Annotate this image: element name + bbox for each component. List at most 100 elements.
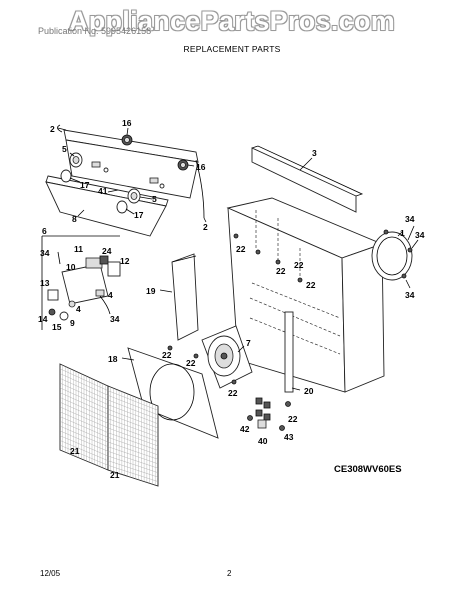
leader-5b (139, 196, 153, 200)
callout-11: 11 (74, 244, 83, 254)
screw-22f (193, 353, 199, 359)
filter-mesh (59, 365, 159, 486)
knob-16-top-cap (124, 137, 130, 143)
screw-22h (285, 401, 291, 407)
callout-34d: 34 (415, 230, 425, 240)
callout-41: 41 (98, 186, 108, 196)
leader-41 (107, 189, 119, 193)
filter-mesh-line (59, 445, 109, 466)
leader-19 (159, 289, 173, 293)
bottom-plate-18 (121, 347, 219, 439)
callout-34e: 34 (405, 290, 415, 300)
leader-16a (126, 127, 129, 136)
connector-4a (95, 289, 105, 297)
callout-6: 6 (42, 226, 47, 236)
panel-slot-b (149, 177, 159, 184)
blower-bracket-19-top (171, 255, 197, 263)
callout-7: 7 (246, 338, 251, 348)
duct-top-3-edge (251, 145, 364, 197)
callout-5a: 5 (62, 144, 67, 154)
leader-1 (397, 231, 403, 237)
callout-21b: 21 (110, 470, 120, 480)
callout-3: 3 (312, 148, 317, 158)
callout-2b: 2 (203, 222, 208, 232)
callout-24: 24 (102, 246, 112, 256)
switch-5-left-center (72, 156, 80, 164)
callout-22f: 22 (186, 358, 196, 368)
control-panel-assembly (45, 124, 205, 237)
wire-lead-right (195, 159, 205, 219)
leader-3 (299, 157, 313, 171)
leader-7 (237, 345, 245, 353)
fastener-stack (247, 397, 291, 431)
leader-2b (203, 217, 207, 223)
fastener-a (255, 397, 263, 405)
screws-22 (167, 233, 303, 385)
bottom-plate (127, 347, 219, 439)
switch-12 (107, 261, 121, 277)
callout-leaders (57, 127, 419, 391)
callout-12: 12 (120, 256, 130, 266)
vent-ring-1 (371, 229, 413, 281)
bulb-24 (99, 255, 109, 265)
duct-top-3 (251, 147, 357, 213)
lead-34a (57, 251, 61, 265)
housing-inner-line-b (249, 297, 341, 337)
panel-screw-b (159, 183, 165, 189)
leader-8 (77, 209, 85, 217)
control-panel-body (65, 139, 199, 199)
leader-17b (125, 208, 135, 215)
callout-22g: 22 (228, 388, 238, 398)
callout-14: 14 (38, 314, 48, 324)
vent-ring-outer (371, 231, 413, 281)
filter-mesh-line (107, 460, 159, 478)
watermark: AppliancePartsPros.com (68, 6, 396, 36)
switch-5-right-center (130, 192, 138, 200)
callout-10: 10 (66, 262, 76, 272)
callout-5b: 5 (152, 194, 157, 204)
callout-40: 40 (258, 436, 268, 446)
screw-22c (297, 277, 303, 283)
leader-16b (187, 164, 195, 167)
vent-ring-inner (376, 236, 408, 276)
callout-2a: 2 (50, 124, 55, 134)
callout-22e: 22 (162, 350, 172, 360)
leader-18 (121, 357, 135, 361)
leader-2a (57, 127, 67, 131)
panel-slot-a (91, 161, 101, 168)
callout-16b: 16 (196, 162, 206, 172)
bracket-13 (47, 289, 59, 301)
nut-40 (257, 419, 267, 429)
callout-22b: 22 (276, 266, 286, 276)
screw-22g (231, 379, 237, 385)
callout-4a: 4 (108, 290, 113, 300)
callout-43: 43 (284, 432, 294, 442)
leader-17a (69, 177, 81, 183)
footer-date: 12/05 (40, 569, 61, 578)
control-panel-lower (45, 181, 167, 237)
fastener-c (255, 409, 263, 417)
vent-ring-screw-c (401, 273, 407, 279)
blower-bracket-19 (171, 253, 199, 341)
washer-15 (59, 311, 69, 321)
callout-34c: 34 (405, 214, 415, 224)
page-subtitle: REPLACEMENT PARTS (183, 44, 281, 54)
callout-19: 19 (146, 286, 156, 296)
callout-20: 20 (304, 386, 314, 396)
callout-1: 1 (400, 228, 405, 238)
hood-housing (226, 197, 385, 393)
callout-21a: 21 (70, 446, 80, 456)
housing-channel-20 (284, 311, 294, 393)
filter-mesh-line (107, 465, 159, 482)
knob-17-right (116, 200, 128, 214)
callout-18: 18 (108, 354, 118, 364)
vent-ring-screw-b (407, 247, 413, 253)
callout-22h: 22 (288, 414, 298, 424)
housing-inner-line-a (251, 282, 341, 319)
housing-inner-line-c (249, 317, 341, 355)
grease-filters (59, 363, 159, 487)
panel-screw-a (103, 167, 109, 173)
bottom-plate-opening (149, 363, 195, 421)
